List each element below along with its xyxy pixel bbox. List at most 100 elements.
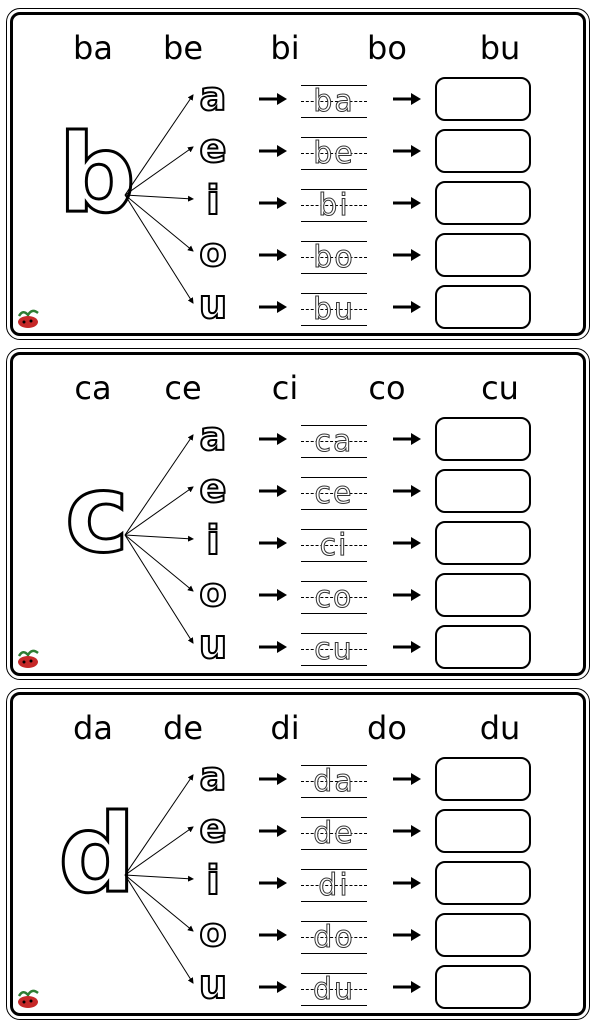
ladybug-logo-icon: [17, 989, 39, 1008]
syllable-header: co: [368, 369, 406, 407]
trace-text: ci: [319, 528, 349, 563]
tracing-word[interactable]: ci: [301, 523, 367, 565]
right-arrow-icon: [393, 433, 421, 445]
right-arrow-icon: [259, 485, 287, 497]
right-arrow-icon: [259, 197, 287, 209]
right-arrow-icon: [259, 301, 287, 313]
answer-box[interactable]: [435, 625, 531, 669]
right-arrow-icon: [393, 929, 421, 941]
tracing-word[interactable]: bu: [301, 287, 367, 329]
tracing-word[interactable]: bi: [301, 183, 367, 225]
right-arrow-icon: [259, 641, 287, 653]
answer-box[interactable]: [435, 965, 531, 1009]
tracing-word[interactable]: da: [301, 759, 367, 801]
answer-box[interactable]: [435, 285, 531, 329]
syllable-header: ca: [74, 369, 112, 407]
consonant-letter: c: [63, 452, 130, 577]
tracing-word[interactable]: ca: [301, 419, 367, 461]
right-arrow-icon: [393, 537, 421, 549]
right-arrow-icon: [393, 249, 421, 261]
right-arrow-icon: [393, 877, 421, 889]
syllable-header: do: [367, 709, 407, 747]
right-arrow-icon: [259, 929, 287, 941]
trace-text: du: [312, 972, 356, 1007]
right-arrow-icon: [259, 93, 287, 105]
syllable-header: bi: [270, 29, 300, 67]
answer-box[interactable]: [435, 861, 531, 905]
syllable-header: be: [163, 29, 203, 67]
vowel-letter: o: [198, 230, 227, 276]
vowel-letter: u: [198, 282, 228, 328]
vowel-letter: e: [198, 126, 227, 172]
answer-box[interactable]: [435, 129, 531, 173]
trace-text: ba: [313, 84, 355, 119]
right-arrow-icon: [393, 301, 421, 313]
answer-box[interactable]: [435, 77, 531, 121]
trace-text: do: [313, 920, 355, 955]
tracing-word[interactable]: bo: [301, 235, 367, 277]
trace-text: ca: [314, 424, 354, 459]
right-arrow-icon: [259, 145, 287, 157]
trace-text: bo: [313, 240, 355, 275]
right-arrow-icon: [393, 145, 421, 157]
tracing-word[interactable]: cu: [301, 627, 367, 669]
tracing-word[interactable]: de: [301, 811, 367, 853]
vowel-letter: i: [205, 858, 221, 904]
branch-arrows-icon: [124, 94, 194, 304]
vowel-letter: o: [198, 570, 227, 616]
syllable-header: de: [163, 709, 203, 747]
ladybug-logo-icon: [17, 649, 39, 668]
right-arrow-icon: [393, 485, 421, 497]
trace-text: ce: [314, 476, 354, 511]
syllable-header: ci: [271, 369, 299, 407]
vowel-letter: a: [199, 414, 228, 460]
letter-panel: ca ce ci co cu c a ca: [6, 348, 590, 680]
answer-box[interactable]: [435, 181, 531, 225]
ladybug-logo-icon: [17, 309, 39, 328]
answer-box[interactable]: [435, 417, 531, 461]
vowel-letter: u: [198, 962, 228, 1008]
answer-box[interactable]: [435, 757, 531, 801]
syllable-header: ba: [73, 29, 113, 67]
tracing-word[interactable]: be: [301, 131, 367, 173]
right-arrow-icon: [259, 249, 287, 261]
tracing-word[interactable]: di: [301, 863, 367, 905]
trace-text: de: [313, 816, 355, 851]
syllable-header: ce: [164, 369, 202, 407]
vowel-letter: e: [198, 806, 227, 852]
syllable-header: cu: [481, 369, 519, 407]
trace-text: bu: [312, 292, 356, 327]
answer-box[interactable]: [435, 913, 531, 957]
right-arrow-icon: [393, 197, 421, 209]
right-arrow-icon: [393, 825, 421, 837]
trace-text: co: [314, 580, 354, 615]
answer-box[interactable]: [435, 573, 531, 617]
answer-box[interactable]: [435, 469, 531, 513]
consonant-letter: d: [57, 792, 137, 917]
answer-box[interactable]: [435, 233, 531, 277]
vowel-letter: e: [198, 466, 227, 512]
vowel-letter: o: [198, 910, 227, 956]
trace-text: be: [313, 136, 355, 171]
trace-text: bi: [318, 188, 350, 223]
right-arrow-icon: [259, 981, 287, 993]
syllable-header: bu: [479, 29, 521, 67]
tracing-word[interactable]: ce: [301, 471, 367, 513]
answer-box[interactable]: [435, 809, 531, 853]
right-arrow-icon: [259, 537, 287, 549]
tracing-word[interactable]: ba: [301, 79, 367, 121]
tracing-word[interactable]: co: [301, 575, 367, 617]
vowel-letter: i: [205, 518, 221, 564]
branch-arrows-icon: [124, 434, 194, 644]
syllable-header: du: [479, 709, 521, 747]
answer-box[interactable]: [435, 521, 531, 565]
letter-panel: ba be bi bo bu b a ba: [6, 8, 590, 340]
right-arrow-icon: [259, 589, 287, 601]
tracing-word[interactable]: do: [301, 915, 367, 957]
right-arrow-icon: [259, 433, 287, 445]
branch-arrows-icon: [124, 774, 194, 984]
syllable-header: da: [73, 709, 113, 747]
trace-text: di: [318, 868, 350, 903]
right-arrow-icon: [393, 589, 421, 601]
tracing-word[interactable]: du: [301, 967, 367, 1009]
